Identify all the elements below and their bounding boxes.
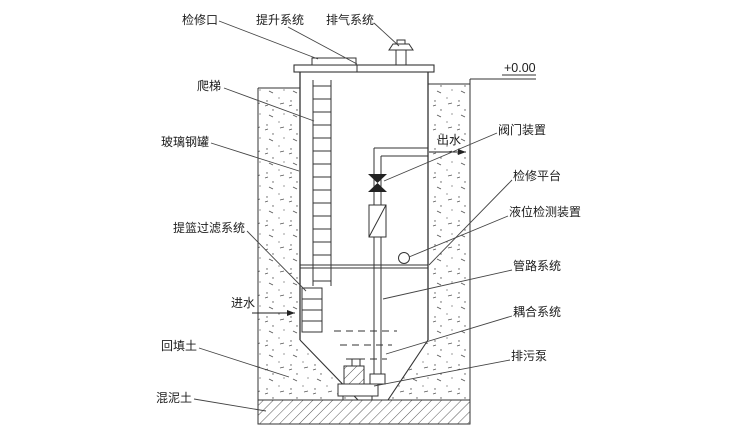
leader-sewage-pump xyxy=(373,359,511,387)
leader-piping-system xyxy=(382,269,513,300)
frp-tank-body xyxy=(293,57,435,340)
leader-lines xyxy=(193,20,513,412)
pump-volute-base xyxy=(337,383,379,397)
vent-pipe xyxy=(388,39,414,65)
concrete-base xyxy=(257,399,471,425)
label-level-sensor: 液位检测装置 xyxy=(509,204,581,219)
leader-basket-filter xyxy=(246,230,307,292)
vent-cap-top xyxy=(396,39,406,45)
basket-filter xyxy=(301,287,323,333)
label-service-platform: 检修平台 xyxy=(513,168,561,183)
labels: 检修口 提升系统 排气系统 爬梯 玻璃钢罐 提篮过滤系统 进水 回填土 混泥土 … xyxy=(156,12,581,405)
leader-level-sensor xyxy=(408,215,509,258)
label-concrete: 混泥土 xyxy=(156,391,192,405)
level-sensor xyxy=(398,252,410,264)
leader-coupling-system xyxy=(385,315,513,355)
level-sensor-float xyxy=(398,252,410,264)
label-outlet: 出水 xyxy=(437,133,461,147)
gate-valve xyxy=(368,174,387,192)
label-lifting-system: 提升系统 xyxy=(256,12,304,27)
leader-ladder xyxy=(223,87,315,122)
label-backfill: 回填土 xyxy=(161,339,197,353)
label-coupling-system: 耦合系统 xyxy=(513,304,561,319)
backfill-soil-right xyxy=(388,84,470,400)
label-level-mark: +0.00 xyxy=(504,61,536,75)
label-valve-device: 阀门装置 xyxy=(498,122,546,137)
label-access-port: 检修口 xyxy=(182,12,218,27)
leader-valve-device xyxy=(383,132,498,182)
pump-motor xyxy=(343,365,365,385)
label-basket-filter: 提篮过滤系统 xyxy=(173,220,245,235)
leader-lifting-system xyxy=(287,26,358,65)
label-sewage-pump: 排污泵 xyxy=(511,349,547,363)
auto-coupling xyxy=(369,373,386,385)
label-ladder: 爬梯 xyxy=(197,79,221,93)
sewage-pump-assembly xyxy=(337,358,386,400)
leader-exhaust-system xyxy=(373,22,400,47)
service-platform xyxy=(300,264,428,269)
label-inlet: 进水 xyxy=(231,296,255,310)
check-valve-flap xyxy=(368,204,387,238)
leader-access-port xyxy=(218,20,319,60)
funnel-slope-right xyxy=(387,339,429,401)
leader-concrete xyxy=(193,398,267,412)
label-exhaust-system: 排气系统 xyxy=(326,12,374,27)
access-hatch xyxy=(311,57,357,66)
leader-frp-tank xyxy=(210,142,300,172)
leader-service-platform xyxy=(428,179,513,266)
tank-lid xyxy=(293,64,435,73)
label-frp-tank: 玻璃钢罐 xyxy=(161,135,209,149)
leader-backfill xyxy=(198,347,290,378)
vent-cap xyxy=(388,43,414,51)
valve-lower-wedge xyxy=(368,183,387,192)
basket-slots xyxy=(302,298,322,322)
ground-level-mark xyxy=(470,74,536,80)
check-valve xyxy=(368,204,387,238)
pump-lifting-eye xyxy=(351,358,361,367)
pit-walls xyxy=(257,79,471,400)
label-piping-system: 管路系统 xyxy=(513,258,561,273)
valve-upper-wedge xyxy=(368,174,387,183)
